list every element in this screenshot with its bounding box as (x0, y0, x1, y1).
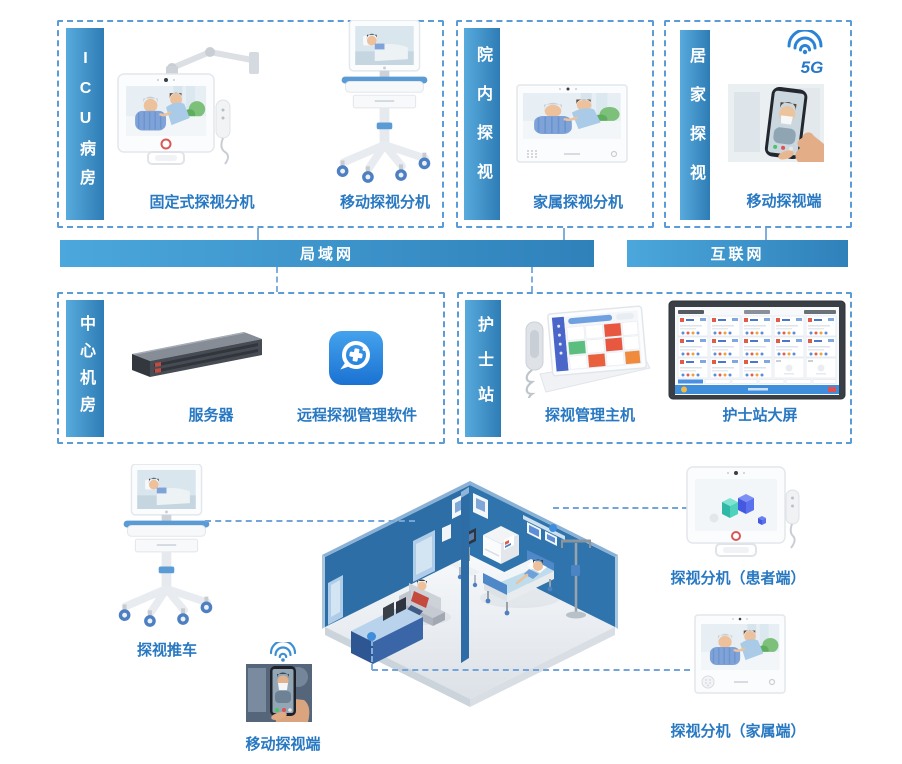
group-box-server-room (57, 292, 445, 444)
nurse-station-screen-image (668, 300, 846, 400)
family-extension-bottom-image (694, 614, 786, 694)
remote-visit-app-icon (329, 331, 383, 385)
group-box-icu-ward (57, 20, 444, 228)
connector-cart-room (205, 520, 415, 522)
group-box-in-hospital (456, 20, 654, 228)
label-software: 远程探视管理软件 (296, 407, 418, 424)
connector-icu-lan (257, 228, 259, 240)
fixed-extension-image (117, 47, 259, 165)
label-mobile-client-bottom: 移动探视端 (245, 736, 321, 753)
mobile-client-phone-bottom-image (246, 664, 312, 722)
group-label-nurse-station: 护士站 (465, 300, 501, 437)
wifi-icon (269, 642, 297, 662)
label-host: 探视管理主机 (544, 407, 636, 424)
patient-extension-image (686, 466, 800, 557)
mobile-extension-cart-image (328, 20, 440, 184)
svg-text:5G: 5G (801, 58, 824, 76)
family-extension-image (516, 84, 628, 163)
desk-connector-dot (367, 632, 376, 641)
server-image (132, 332, 262, 377)
connector-room-patient-ext (553, 507, 688, 509)
connector-lan-serverroom (276, 267, 278, 292)
label-fixed-extension: 固定式探视分机 (149, 194, 255, 211)
group-box-home-visit (664, 20, 852, 228)
connector-home-internet (765, 228, 767, 240)
connector-desk-down (371, 640, 373, 670)
group-box-nurse-station (457, 292, 852, 444)
label-server: 服务器 (188, 407, 234, 424)
network-bar-lan: 局域网 (60, 240, 594, 267)
visit-cart-image (110, 464, 222, 628)
label-visit-cart: 探视推车 (136, 642, 198, 659)
group-label-server-room: 中心机房 (66, 300, 104, 437)
label-patient-extension: 探视分机（患者端） (670, 570, 806, 587)
label-family-extension: 家属探视分机 (532, 194, 624, 211)
label-big-screen: 护士站大屏 (722, 407, 798, 424)
connector-inhospital-lan (563, 228, 565, 240)
group-label-icu-ward: ICU病房 (66, 28, 104, 220)
group-label-home-visit: 居家探视 (680, 30, 710, 220)
network-bar-internet: 互联网 (627, 240, 848, 267)
label-mobile-extension: 移动探视分机 (339, 194, 431, 211)
label-mobile-client-top: 移动探视端 (746, 193, 822, 210)
connector-room-family-ext (372, 669, 690, 671)
visit-management-host-image (525, 305, 651, 398)
mobile-client-phone-image (728, 84, 824, 162)
label-family-extension-bottom: 探视分机（家属端） (670, 723, 806, 740)
connector-lan-nursestation (531, 267, 533, 292)
5g-wifi-icon: 5G (787, 30, 824, 76)
hospital-room-illustration (322, 481, 618, 707)
group-label-in-hospital: 院内探视 (464, 28, 500, 220)
